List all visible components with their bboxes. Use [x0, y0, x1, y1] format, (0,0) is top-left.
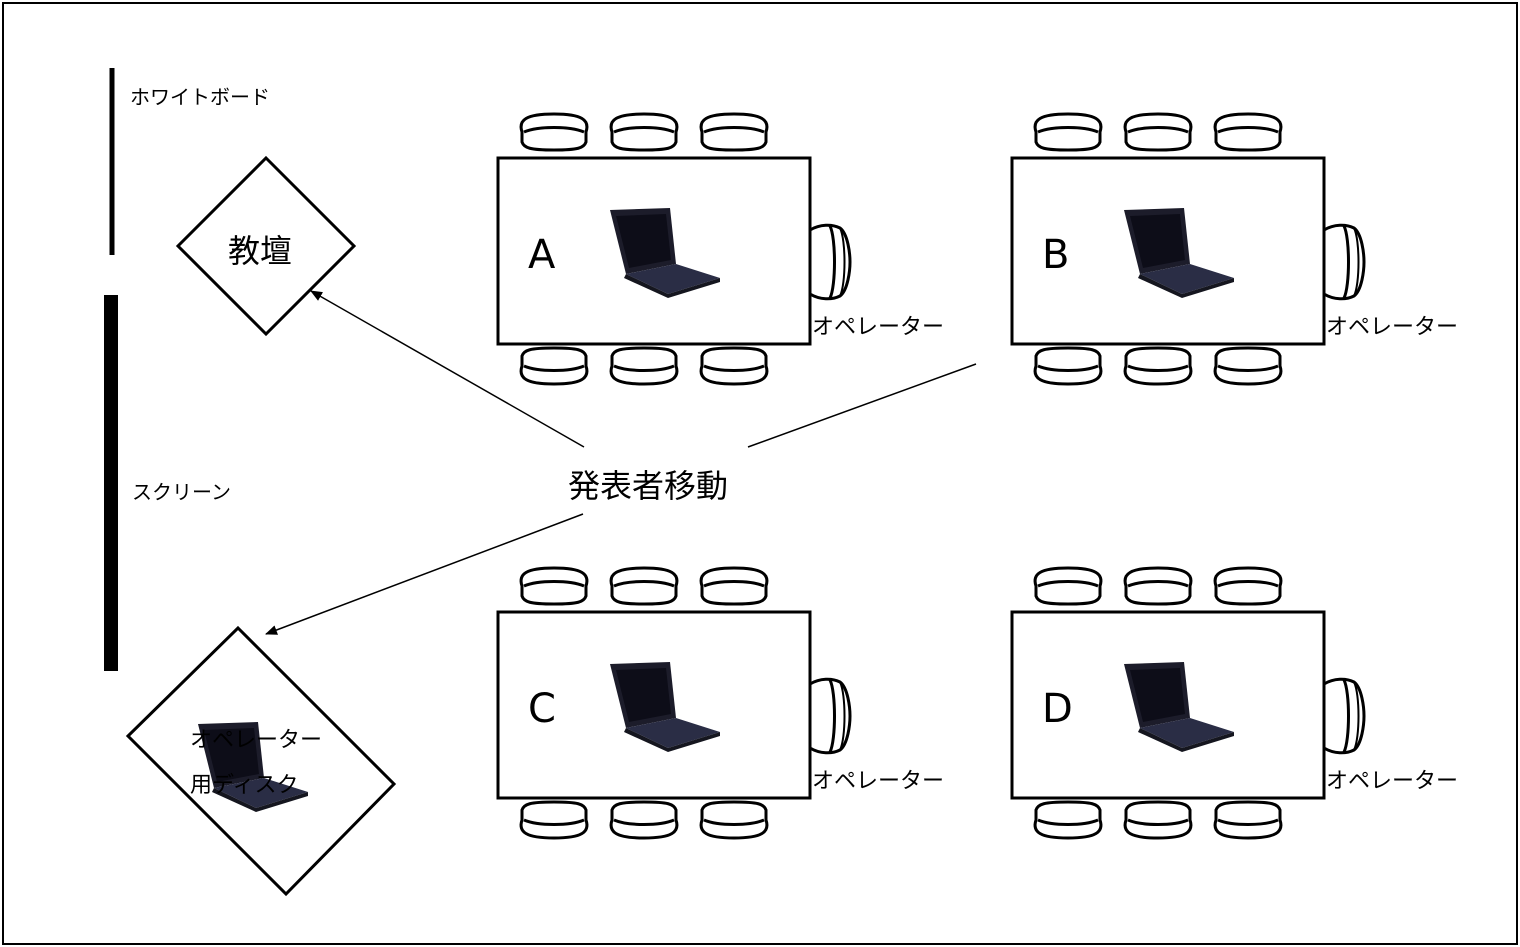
operator-label: オペレーター — [812, 315, 944, 340]
chair-icon — [808, 677, 852, 755]
podium-label: 教壇 — [228, 232, 292, 270]
table-group-a: A オペレーター — [496, 112, 944, 386]
chair-icon — [808, 223, 852, 301]
operator-label: オペレーター — [812, 769, 944, 794]
arrow-icon — [310, 290, 585, 448]
whiteboard-label: ホワイトボード — [130, 85, 270, 109]
table-letter: D — [1042, 686, 1073, 732]
chair-icon — [1213, 346, 1283, 386]
table-group-d: D オペレーター — [1010, 566, 1458, 840]
chair-icon — [1033, 346, 1103, 386]
chair-icon — [519, 566, 589, 606]
screen-bar — [104, 295, 118, 671]
tables-group: A オペレーター B オペレーター C オペレーター D オペレーター — [496, 112, 1458, 840]
table-letter: A — [528, 232, 556, 278]
chair-icon — [609, 800, 679, 840]
chair-icon — [519, 800, 589, 840]
chair-icon — [1322, 677, 1366, 755]
operator-desk-label-line1: オペレーター — [190, 728, 322, 753]
chair-icon — [1123, 112, 1193, 152]
chair-icon — [1213, 800, 1283, 840]
chair-icon — [699, 800, 769, 840]
table — [1010, 156, 1326, 346]
podium — [175, 155, 357, 337]
chair-icon — [699, 566, 769, 606]
chair-icon — [1033, 112, 1103, 152]
chair-icon — [1213, 112, 1283, 152]
chair-icon — [1033, 566, 1103, 606]
table-letter: B — [1042, 232, 1069, 278]
chair-icon — [1033, 800, 1103, 840]
chair-icon — [699, 346, 769, 386]
table-letter: C — [528, 686, 556, 732]
chair-icon — [609, 112, 679, 152]
presenter-move-lines — [265, 290, 977, 635]
operator-label: オペレーター — [1326, 769, 1458, 794]
table-group-c: C オペレーター — [496, 566, 944, 840]
chair-icon — [519, 112, 589, 152]
operator-desk-label-line2: 用ディスク — [190, 773, 298, 798]
chair-icon — [1123, 800, 1193, 840]
chair-icon — [699, 112, 769, 152]
chair-icon — [609, 346, 679, 386]
chair-icon — [1123, 566, 1193, 606]
screen-label: スクリーン — [132, 480, 231, 504]
operator-label: オペレーター — [1326, 315, 1458, 340]
chair-icon — [519, 346, 589, 386]
connector-line-to-b — [747, 363, 977, 448]
chair-icon — [1123, 346, 1193, 386]
chair-icon — [1213, 566, 1283, 606]
chair-icon — [1322, 223, 1366, 301]
table-group-b: B オペレーター — [1010, 112, 1458, 386]
arrow-icon — [265, 513, 584, 635]
operator-desk: オペレーター 用ディスク — [125, 625, 397, 897]
presenter-move-label: 発表者移動 — [568, 467, 728, 505]
chair-icon — [609, 566, 679, 606]
